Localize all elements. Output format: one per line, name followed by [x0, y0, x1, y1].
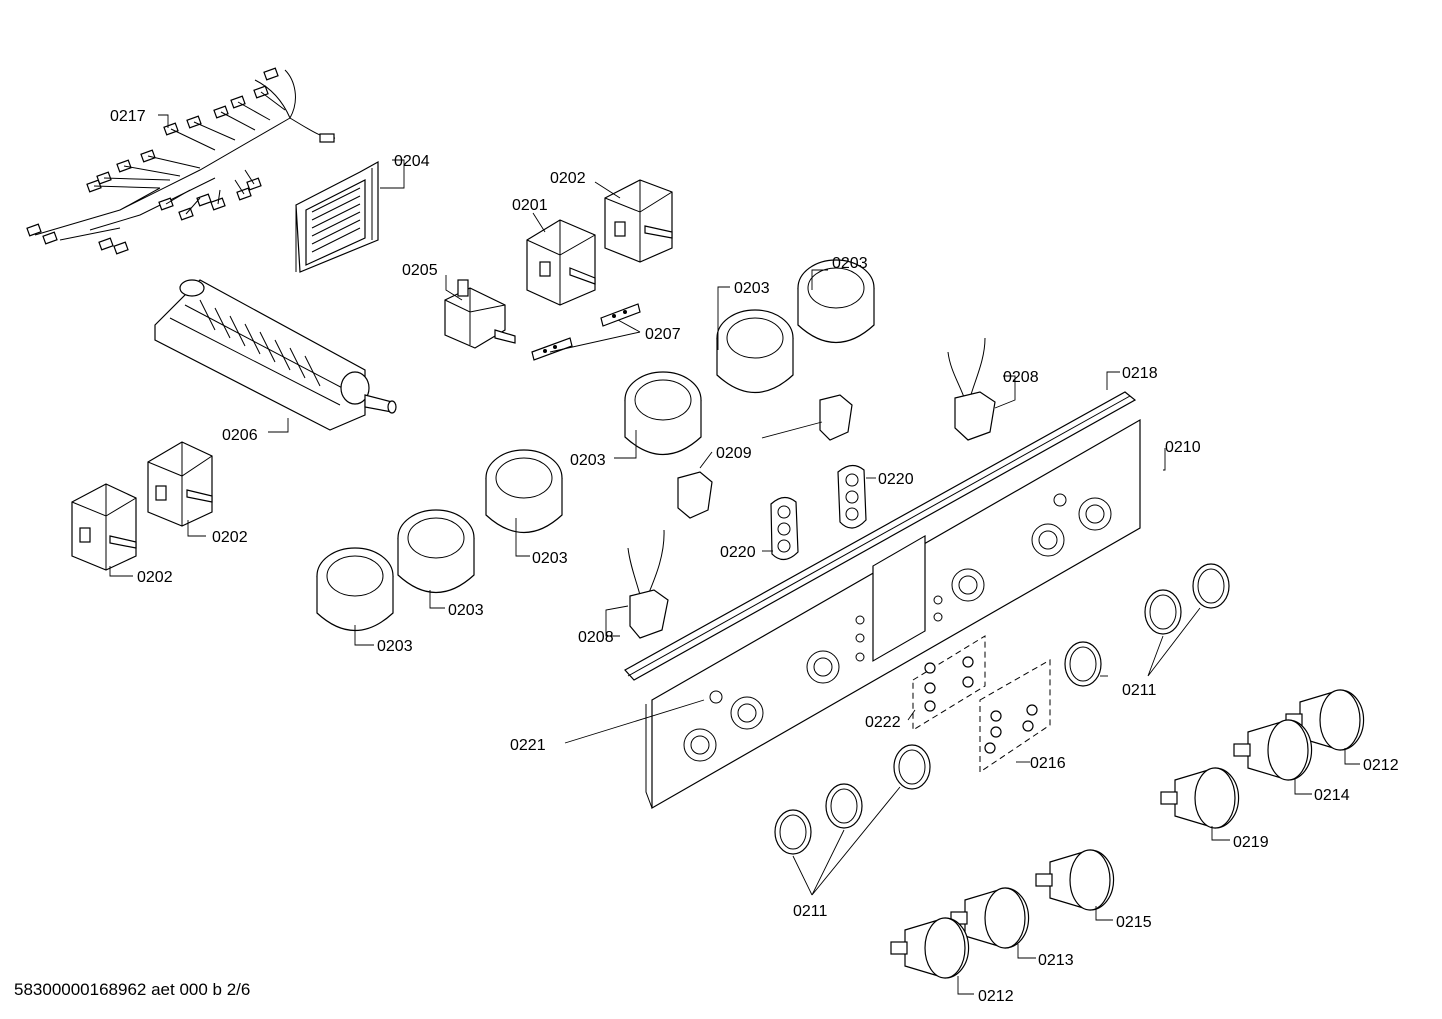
label-0203: 0203 — [570, 452, 606, 469]
label-0214: 0214 — [1314, 787, 1350, 804]
trim-strip-0218 — [624, 391, 1137, 681]
indicator-strip-0207 — [531, 303, 641, 361]
control-panel-0210 — [645, 418, 1141, 810]
label-0217: 0217 — [110, 108, 146, 125]
label-0208: 0208 — [1003, 369, 1039, 386]
label-0203: 0203 — [377, 638, 413, 655]
label-0218: 0218 — [1122, 365, 1158, 382]
energy-regulator-0201 — [526, 219, 596, 306]
label-0211: 0211 — [793, 903, 828, 920]
lamp-clip-0209 — [677, 394, 853, 519]
label-0201: 0201 — [512, 197, 548, 214]
label-0203: 0203 — [448, 602, 484, 619]
label-0203: 0203 — [734, 280, 770, 297]
label-0220: 0220 — [878, 471, 914, 488]
gas-switch-0205 — [444, 279, 516, 349]
drawing-id: 58300000168962 aet 000 b 2/6 — [14, 980, 251, 999]
screw-set-0216 — [979, 659, 1051, 773]
energy-regulator-0202-left — [71, 441, 213, 571]
label-0208: 0208 — [578, 629, 614, 646]
label-0205: 0205 — [402, 262, 438, 279]
label-0220: 0220 — [720, 544, 756, 561]
label-0222: 0222 — [865, 714, 901, 731]
label-0207: 0207 — [645, 326, 681, 343]
label-0203: 0203 — [532, 550, 568, 567]
selector-switch-0206 — [154, 279, 397, 431]
part-labels: 0217 0204 0202 0201 0205 0207 0203 0203 … — [110, 108, 1399, 1005]
label-0213: 0213 — [1038, 952, 1074, 969]
label-0202: 0202 — [212, 529, 248, 546]
label-0216: 0216 — [1030, 755, 1066, 772]
button-bezel-0220 — [770, 464, 867, 561]
wiring-harness-0217 — [26, 67, 336, 255]
knob-ring-0211 — [774, 563, 1230, 855]
label-0206: 0206 — [222, 427, 258, 444]
lamp-holder-0208 — [627, 337, 996, 639]
label-0210: 0210 — [1165, 439, 1201, 456]
label-0203: 0203 — [832, 255, 868, 272]
label-0204: 0204 — [394, 153, 430, 170]
label-0212: 0212 — [978, 988, 1014, 1005]
control-module-0204 — [295, 160, 379, 273]
label-0202: 0202 — [550, 170, 586, 187]
label-0219: 0219 — [1233, 834, 1269, 851]
leader-lines — [109, 114, 1360, 995]
label-0215: 0215 — [1116, 914, 1152, 931]
control-knob-set — [890, 689, 1365, 979]
label-0211: 0211 — [1122, 682, 1157, 699]
label-0212: 0212 — [1363, 757, 1399, 774]
energy-regulator-0202-top — [604, 179, 673, 263]
housing-set-0203 — [316, 259, 875, 632]
label-0202: 0202 — [137, 569, 173, 586]
label-0209: 0209 — [716, 445, 752, 462]
label-0221: 0221 — [510, 737, 546, 754]
